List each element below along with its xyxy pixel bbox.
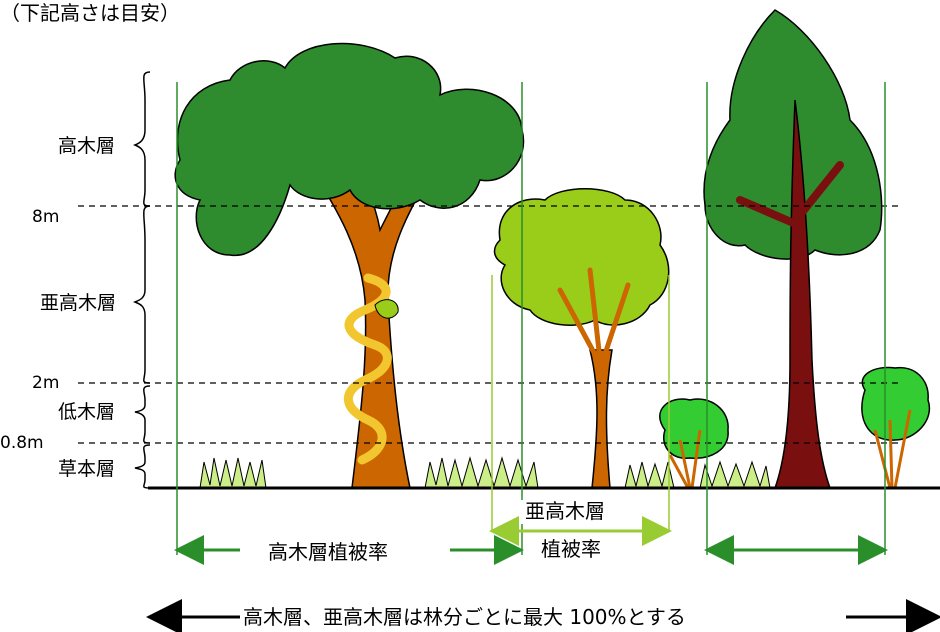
grass-clumps	[199, 456, 771, 489]
brace-canopy	[132, 71, 151, 207]
height-label-2m: 2m	[32, 373, 59, 393]
tall-tree-left-trunk	[298, 139, 432, 489]
layer-braces	[132, 71, 151, 489]
brace-subcanopy	[132, 205, 151, 384]
caption-text: （下記高さは目安）	[0, 1, 180, 25]
height-label-8m: 8m	[32, 207, 59, 227]
brace-shrub	[134, 385, 151, 444]
subcanopy-tree-canopy	[493, 188, 670, 326]
tall-tree-left-canopy	[174, 42, 525, 257]
tall-tree-right	[703, 9, 883, 489]
layer-label-shrub: 低木層	[58, 401, 115, 423]
canopy-projection-lines	[176, 82, 886, 555]
layer-label-herb: 草本層	[58, 458, 115, 480]
layer-label-canopy: 高木層	[58, 135, 115, 157]
height-label-0-8m: 0.8m	[0, 433, 44, 453]
vine-leaf	[374, 299, 399, 319]
subcanopy-tree-branches	[557, 267, 631, 363]
subcanopy-coverage-label-line2: 植被率	[541, 537, 601, 561]
brace-herb	[134, 444, 151, 489]
subcanopy-tree	[493, 188, 670, 489]
subcanopy-projection-lines	[491, 275, 670, 532]
footnote-text: 高木層、亜高木層は林分ごとに最大 100%とする	[243, 605, 686, 629]
subcanopy-tree-trunk	[589, 349, 613, 489]
vine	[343, 273, 392, 465]
subcanopy-coverage-label-line1: 亜高木層	[525, 499, 605, 523]
tall-tree-left	[174, 42, 525, 489]
canopy-coverage-label: 高木層植被率	[268, 540, 388, 564]
shrub-right	[861, 366, 931, 489]
layer-label-subcanopy: 亜高木層	[40, 292, 116, 314]
tall-tree-right-branches	[736, 161, 844, 229]
